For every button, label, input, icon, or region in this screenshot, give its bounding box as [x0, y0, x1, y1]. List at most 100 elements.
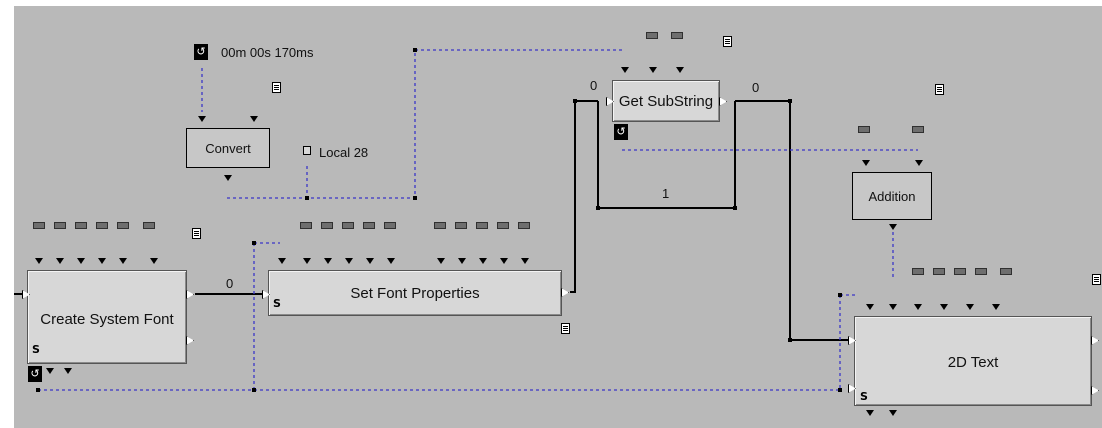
parameter-pin[interactable] [975, 268, 987, 275]
set-font-properties-title: Set Font Properties [350, 285, 480, 302]
inlet-triangle[interactable] [150, 258, 158, 264]
parameter-pin[interactable] [342, 222, 354, 229]
convert-block[interactable]: Convert [186, 128, 270, 168]
s-flag: S [273, 297, 281, 310]
junction-dot [305, 196, 309, 200]
parameter-pin[interactable] [434, 222, 446, 229]
inlet-triangle[interactable] [77, 258, 85, 264]
inlet-triangle[interactable] [437, 258, 445, 264]
junction-dot [788, 99, 792, 103]
2d-text-title: 2D Text [947, 354, 999, 371]
addition-block[interactable]: Addition [852, 172, 932, 220]
inlet-triangle[interactable] [119, 258, 127, 264]
parameter-pin[interactable] [143, 222, 155, 229]
junction-dot [733, 206, 737, 210]
inlet-triangle[interactable] [866, 304, 874, 310]
note-icon[interactable] [723, 36, 732, 47]
local-variable-icon[interactable] [303, 146, 311, 155]
junction-dot [413, 196, 417, 200]
parameter-pin[interactable] [455, 222, 467, 229]
timer-icon[interactable]: ↺ [194, 44, 208, 60]
junction-dot [838, 388, 842, 392]
loop-icon[interactable]: ↺ [28, 366, 42, 382]
create-system-font-block[interactable]: Create System Font S [27, 270, 187, 364]
parameter-pin[interactable] [954, 268, 966, 275]
inlet-triangle[interactable] [56, 258, 64, 264]
wire-value-label: 0 [226, 276, 234, 291]
junction-dot [596, 206, 600, 210]
parameter-pin[interactable] [671, 32, 683, 39]
parameter-pin[interactable] [321, 222, 333, 229]
inlet-triangle[interactable] [366, 258, 374, 264]
2d-text-block[interactable]: 2D Text S [854, 316, 1092, 406]
inlet-triangle[interactable] [198, 116, 206, 122]
parameter-pin[interactable] [54, 222, 66, 229]
inlet-triangle[interactable] [303, 258, 311, 264]
addition-title: Addition [868, 189, 916, 204]
inlet-triangle[interactable] [35, 258, 43, 264]
outlet-triangle[interactable] [889, 410, 897, 416]
get-substring-block[interactable]: Get SubString [612, 80, 720, 122]
inlet-triangle[interactable] [649, 67, 657, 73]
inlet-triangle[interactable] [862, 160, 870, 166]
junction-dot [413, 48, 417, 52]
parameter-pin[interactable] [912, 268, 924, 275]
note-icon[interactable] [935, 84, 944, 95]
inlet-triangle[interactable] [250, 116, 258, 122]
parameter-pin[interactable] [858, 126, 870, 133]
parameter-pin[interactable] [384, 222, 396, 229]
inlet-triangle[interactable] [324, 258, 332, 264]
parameter-pin[interactable] [518, 222, 530, 229]
parameter-pin[interactable] [646, 32, 658, 39]
loop-icon[interactable]: ↺ [614, 124, 628, 140]
inlet-triangle[interactable] [889, 304, 897, 310]
inlet-triangle[interactable] [940, 304, 948, 310]
parameter-pin[interactable] [300, 222, 312, 229]
inlet-triangle[interactable] [345, 258, 353, 264]
wire-value-label: 1 [662, 186, 670, 201]
note-icon[interactable] [1092, 274, 1101, 285]
inlet-triangle[interactable] [521, 258, 529, 264]
wire-value-label: 0 [590, 78, 598, 93]
parameter-pin[interactable] [497, 222, 509, 229]
parameter-pin[interactable] [476, 222, 488, 229]
parameter-pin[interactable] [912, 126, 924, 133]
outlet-triangle[interactable] [889, 224, 897, 230]
outlet-triangle[interactable] [224, 175, 232, 181]
inlet-triangle[interactable] [479, 258, 487, 264]
timer-label: 00m 00s 170ms [221, 45, 314, 60]
inlet-triangle[interactable] [458, 258, 466, 264]
outlet-triangle[interactable] [46, 368, 54, 374]
inlet-triangle[interactable] [914, 304, 922, 310]
inlet-triangle[interactable] [621, 67, 629, 73]
parameter-pin[interactable] [33, 222, 45, 229]
parameter-pin[interactable] [75, 222, 87, 229]
parameter-pin[interactable] [117, 222, 129, 229]
inlet-triangle[interactable] [98, 258, 106, 264]
parameter-pin[interactable] [1000, 268, 1012, 275]
note-icon[interactable] [561, 323, 570, 334]
inlet-triangle[interactable] [992, 304, 1000, 310]
inlet-triangle[interactable] [387, 258, 395, 264]
parameter-pin[interactable] [363, 222, 375, 229]
outlet-triangle[interactable] [866, 410, 874, 416]
local-label: Local 28 [319, 145, 369, 160]
inlet-triangle[interactable] [676, 67, 684, 73]
parameter-pin[interactable] [96, 222, 108, 229]
set-font-properties-block[interactable]: Set Font Properties S [268, 270, 562, 316]
note-icon[interactable] [192, 228, 201, 239]
inlet-triangle[interactable] [966, 304, 974, 310]
convert-title: Convert [205, 141, 251, 156]
inlet-triangle[interactable] [500, 258, 508, 264]
outlet-triangle[interactable] [64, 368, 72, 374]
s-flag: S [860, 390, 868, 403]
wire-local [306, 50, 416, 199]
note-icon[interactable] [272, 82, 281, 93]
inlet-triangle[interactable] [915, 160, 923, 166]
parameter-pin[interactable] [933, 268, 945, 275]
junction-dot [36, 388, 40, 392]
inlet-triangle[interactable] [278, 258, 286, 264]
junction-dot [573, 99, 577, 103]
create-system-font-title: Create System Font [40, 311, 174, 328]
